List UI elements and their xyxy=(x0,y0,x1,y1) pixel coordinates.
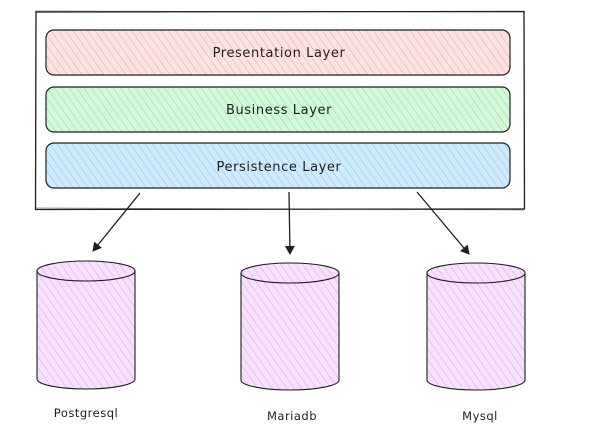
business-layer-border xyxy=(45,86,511,133)
database-cylinder-icon xyxy=(426,262,526,391)
persistence-layer-border xyxy=(45,142,511,189)
arrow-to-postgresql xyxy=(92,192,141,252)
presentation-layer-border xyxy=(45,29,511,76)
database-label-mysql: Mysql xyxy=(462,409,498,423)
connection-arrows xyxy=(92,191,470,255)
arrow-to-mariadb xyxy=(284,191,295,255)
database-postgresql: Postgresql xyxy=(36,260,136,420)
database-cylinder-icon xyxy=(36,260,136,390)
presentation-layer: Presentation Layer xyxy=(45,29,511,76)
application-container xyxy=(34,10,526,211)
database-label-postgresql: Postgresql xyxy=(54,406,118,420)
business-layer: Business Layer xyxy=(45,86,511,133)
business-layer-label: Business Layer xyxy=(226,103,332,118)
arrow-to-mysql xyxy=(416,191,470,255)
persistence-layer: Persistence Layer xyxy=(45,142,511,189)
persistence-layer-label: Persistence Layer xyxy=(217,160,342,175)
database-mariadb: Mariadb xyxy=(240,262,340,423)
database-cylinder-icon xyxy=(240,262,340,391)
database-label-mariadb: Mariadb xyxy=(267,409,317,423)
presentation-layer-label: Presentation Layer xyxy=(213,46,346,61)
database-mysql: Mysql xyxy=(426,262,526,423)
